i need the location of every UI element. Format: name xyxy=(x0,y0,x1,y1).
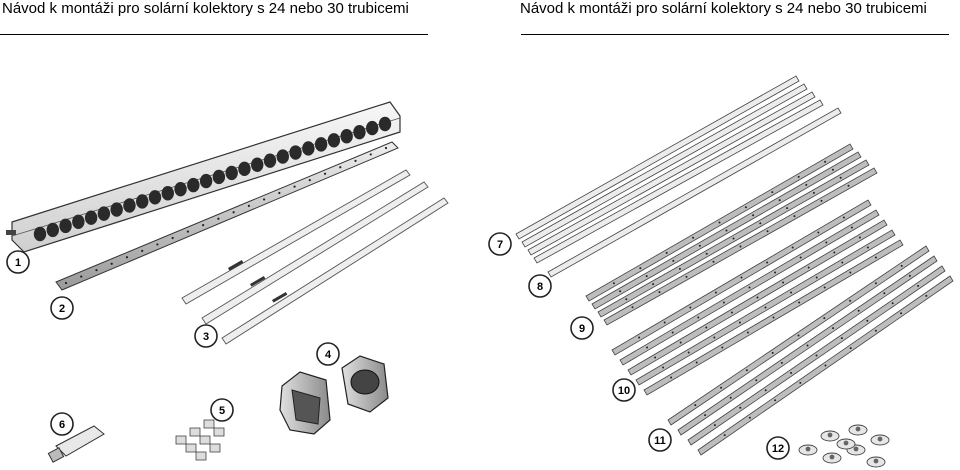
manifold-part xyxy=(6,101,401,253)
rail xyxy=(597,159,870,318)
page-title-right: Návod k montáži pro solární kolektory s … xyxy=(520,0,927,17)
rail xyxy=(667,245,930,426)
rail xyxy=(521,83,808,248)
callout-10: 10 xyxy=(612,378,636,402)
rail xyxy=(603,167,878,326)
callout-5: 5 xyxy=(210,398,234,422)
callout-11: 11 xyxy=(648,428,672,452)
rail xyxy=(635,229,896,386)
callout-9: 9 xyxy=(570,316,594,340)
callout-number: 1 xyxy=(15,257,21,269)
long-rails-7-11 xyxy=(515,75,954,456)
tube-hole xyxy=(136,194,149,209)
callout-number: 7 xyxy=(497,239,503,251)
tube-hole xyxy=(199,173,213,189)
clip xyxy=(175,435,187,445)
callout-number: 12 xyxy=(772,443,784,455)
fasteners-12 xyxy=(798,424,890,468)
tube-hole xyxy=(314,137,328,152)
callout-number: 8 xyxy=(537,281,543,293)
callout-number: 5 xyxy=(219,405,225,417)
tube-hole xyxy=(238,161,251,177)
tube-hole xyxy=(263,153,277,168)
callout-12: 12 xyxy=(766,436,790,460)
tube-hole xyxy=(174,181,187,197)
tube-hole xyxy=(276,149,289,164)
clip xyxy=(185,443,197,453)
callout-number: 3 xyxy=(203,331,209,343)
clip xyxy=(195,451,207,461)
clip xyxy=(203,419,215,429)
tube-hole xyxy=(187,177,200,193)
tube-hole xyxy=(225,165,238,181)
callout-7: 7 xyxy=(488,232,512,256)
clip xyxy=(209,443,221,453)
callout-6: 6 xyxy=(50,412,74,436)
tube-hole xyxy=(212,169,226,185)
tube-hole xyxy=(97,206,111,221)
tube-hole xyxy=(251,157,264,172)
callout-4: 4 xyxy=(316,342,340,366)
grease-tube-6 xyxy=(47,425,105,463)
rail xyxy=(677,255,938,436)
tube-hole xyxy=(353,124,366,140)
title-rule-right xyxy=(521,34,949,35)
callout-number: 9 xyxy=(579,323,585,335)
tube-hole xyxy=(148,190,162,205)
clip xyxy=(199,435,211,445)
callout-2: 2 xyxy=(50,296,74,320)
tube-hole xyxy=(289,145,302,160)
rail xyxy=(697,275,954,456)
callout-number: 2 xyxy=(59,303,65,315)
tube-hole xyxy=(340,129,353,144)
tube-hole xyxy=(110,202,123,217)
rail xyxy=(585,143,854,302)
callout-1: 1 xyxy=(6,250,30,274)
clips-5 xyxy=(175,419,225,461)
tube-hole xyxy=(161,186,174,201)
callout-number: 10 xyxy=(618,385,630,397)
tube-hole xyxy=(302,141,315,156)
rail xyxy=(533,99,824,264)
rail xyxy=(643,239,904,396)
profile-rails-3 xyxy=(181,169,449,345)
rail xyxy=(527,91,816,256)
rail xyxy=(687,265,946,446)
tube-hole xyxy=(84,210,98,225)
callout-8: 8 xyxy=(528,274,552,298)
rail xyxy=(619,209,880,366)
tube-hole xyxy=(33,226,47,242)
tube-hole xyxy=(59,218,72,234)
page-title-left: Návod k montáži pro solární kolektory s … xyxy=(2,0,409,17)
tube-hole xyxy=(123,198,136,213)
rail xyxy=(611,199,872,356)
rail xyxy=(515,75,800,240)
tube-hole xyxy=(327,133,341,148)
callout-number: 6 xyxy=(59,419,65,431)
clip xyxy=(213,427,225,437)
clip xyxy=(189,427,201,437)
callout-3: 3 xyxy=(194,324,218,348)
rail xyxy=(547,107,842,278)
rail xyxy=(591,151,862,310)
tube-hole xyxy=(72,214,85,229)
tube-hole xyxy=(378,116,392,132)
rail-part-2 xyxy=(55,141,399,291)
title-rule-left xyxy=(0,34,428,35)
tube-hole xyxy=(46,222,59,238)
tube-hole xyxy=(366,120,379,136)
end-caps-4 xyxy=(279,355,389,435)
callout-number: 11 xyxy=(654,435,666,447)
rail xyxy=(627,219,888,376)
callout-number: 4 xyxy=(325,349,332,361)
